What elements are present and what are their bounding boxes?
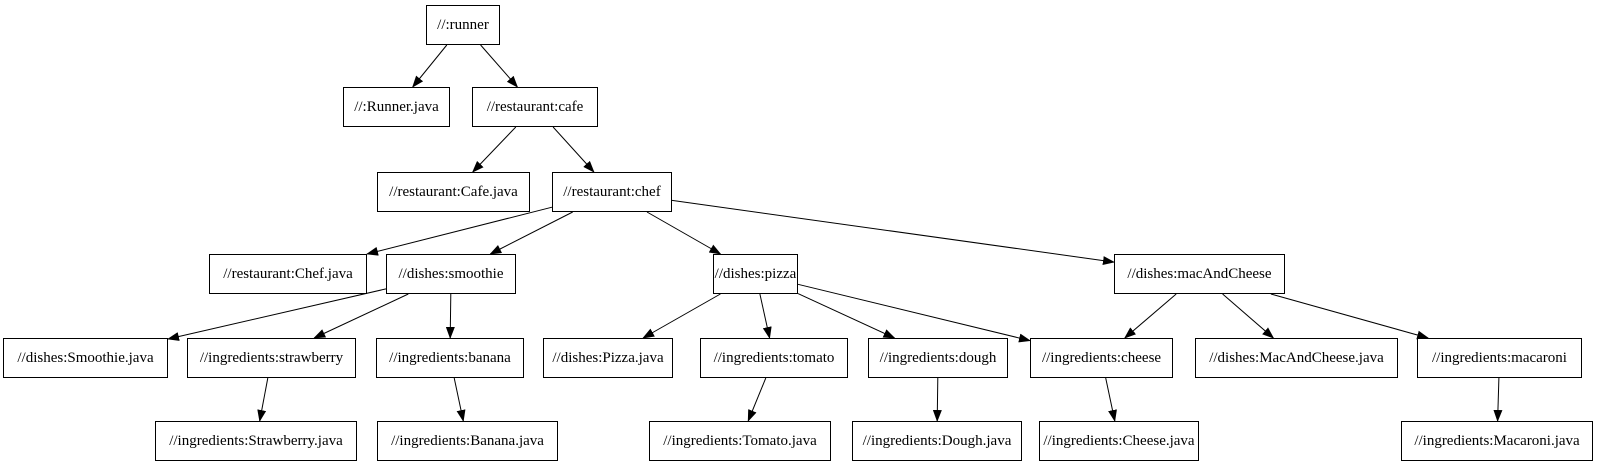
graph-node-chef-java: //restaurant:Chef.java xyxy=(209,254,367,294)
graph-node-cheese: //ingredients:cheese xyxy=(1030,338,1173,378)
graph-node-chef: //restaurant:chef xyxy=(552,172,672,212)
edge-tomato-to-tomato-java xyxy=(747,377,767,422)
edge-pizza-to-cheese xyxy=(797,283,1031,343)
graph-node-runner-java: //:Runner.java xyxy=(343,87,450,127)
edge-smoothie-to-smoothie-java xyxy=(167,288,387,341)
graph-node-strawberry-java: //ingredients:Strawberry.java xyxy=(155,421,357,461)
edge-pizza-to-dough xyxy=(797,293,896,339)
edge-pizza-to-tomato xyxy=(759,293,772,339)
edge-mac-and-cheese-to-cheese xyxy=(1124,293,1177,339)
graph-node-tomato-java: //ingredients:Tomato.java xyxy=(649,421,831,461)
graph-node-pizza: //dishes:pizza xyxy=(713,254,798,294)
edge-dough-to-dough-java xyxy=(932,377,942,422)
graph-node-strawberry: //ingredients:strawberry xyxy=(187,338,356,378)
edge-chef-to-smoothie xyxy=(489,211,573,255)
edge-runner-to-cafe xyxy=(480,44,519,88)
graph-node-cafe-java: //restaurant:Cafe.java xyxy=(377,172,530,212)
graph-node-banana: //ingredients:banana xyxy=(376,338,524,378)
edge-runner-to-runner-java xyxy=(412,44,448,88)
graph-node-dough-java: //ingredients:Dough.java xyxy=(852,421,1022,461)
graph-node-tomato: //ingredients:tomato xyxy=(700,338,848,378)
graph-node-smoothie: //dishes:smoothie xyxy=(386,254,516,294)
edge-chef-to-chef-java xyxy=(366,206,553,256)
graph-node-macaroni-java: //ingredients:Macaroni.java xyxy=(1401,421,1593,461)
graph-node-mac-and-cheese-java: //dishes:MacAndCheese.java xyxy=(1195,338,1398,378)
edge-macaroni-to-macaroni-java xyxy=(1493,377,1503,422)
edge-cheese-to-cheese-java xyxy=(1105,377,1117,422)
edge-strawberry-to-strawberry-java xyxy=(257,377,269,422)
edge-mac-and-cheese-to-mac-and-cheese-java xyxy=(1222,293,1275,339)
graph-node-macaroni: //ingredients:macaroni xyxy=(1417,338,1582,378)
edge-smoothie-to-banana xyxy=(445,293,455,339)
graph-node-mac-and-cheese: //dishes:macAndCheese xyxy=(1114,254,1285,294)
graph-node-banana-java: //ingredients:Banana.java xyxy=(377,421,558,461)
edge-chef-to-pizza xyxy=(646,211,722,255)
edge-chef-to-mac-and-cheese xyxy=(671,199,1115,266)
edge-cafe-to-cafe-java xyxy=(472,126,517,173)
edge-pizza-to-pizza-java xyxy=(642,293,721,339)
graph-node-runner: //:runner xyxy=(426,5,500,45)
graph-node-cafe: //restaurant:cafe xyxy=(472,87,598,127)
edge-banana-to-banana-java xyxy=(453,377,466,422)
edge-mac-and-cheese-to-macaroni xyxy=(1270,293,1430,340)
graph-node-cheese-java: //ingredients:Cheese.java xyxy=(1039,421,1199,461)
graph-node-dough: //ingredients:dough xyxy=(868,338,1008,378)
edge-smoothie-to-strawberry xyxy=(313,293,409,339)
edge-cafe-to-chef xyxy=(552,126,595,173)
graph-node-pizza-java: //dishes:Pizza.java xyxy=(543,338,673,378)
graph-node-smoothie-java: //dishes:Smoothie.java xyxy=(3,338,168,378)
